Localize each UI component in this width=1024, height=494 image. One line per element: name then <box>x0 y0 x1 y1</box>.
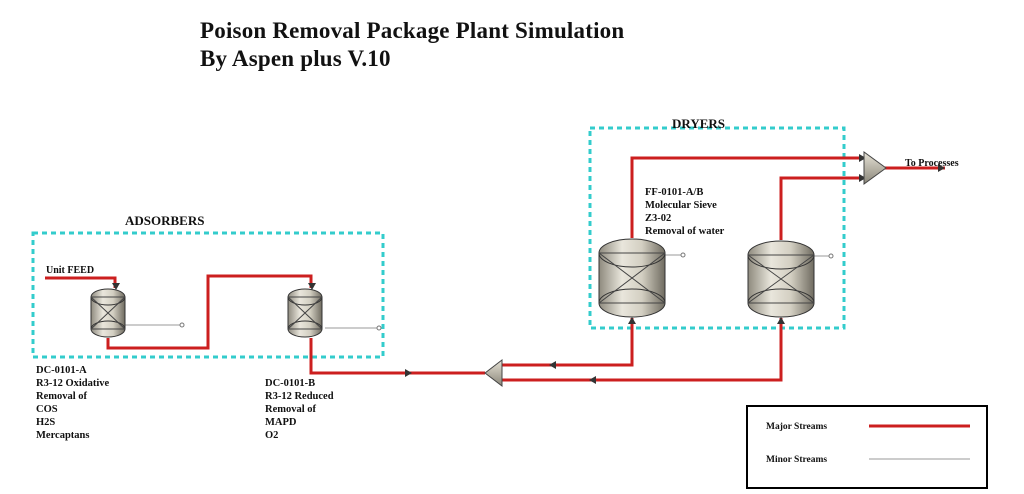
dryers-label: DRYERS <box>672 116 725 131</box>
product-label: To Processes <box>905 158 959 169</box>
legend: Major Streams Minor Streams <box>746 405 988 489</box>
minor-streams <box>122 252 834 331</box>
svg-text:Removal of: Removal of <box>265 404 317 415</box>
svg-text:R3-12 Reduced: R3-12 Reduced <box>265 391 334 402</box>
svg-text:DC-0101-B: DC-0101-B <box>265 378 315 389</box>
dc-0101-b-description: DC-0101-B R3-12 Reduced Removal of MAPD … <box>265 378 334 441</box>
svg-text:FF-0101-A/B: FF-0101-A/B <box>645 187 703 198</box>
diagram-subtitle: By Aspen plus V.10 <box>200 46 391 71</box>
svg-text:Removal of: Removal of <box>36 391 88 402</box>
svg-text:DC-0101-A: DC-0101-A <box>36 365 87 376</box>
svg-text:Mercaptans: Mercaptans <box>36 430 89 441</box>
splitter[interactable] <box>484 358 503 388</box>
feed-stream[interactable] <box>45 276 117 288</box>
svg-text:Z3-02: Z3-02 <box>645 213 671 224</box>
stream-b-outlet[interactable] <box>309 338 485 375</box>
vessel-dc-0101-a[interactable] <box>90 288 126 338</box>
feed-label: Unit FEED <box>46 265 94 276</box>
svg-text:H2S: H2S <box>36 417 55 428</box>
stream-a-to-b[interactable] <box>106 274 313 350</box>
svg-text:Molecular Sieve: Molecular Sieve <box>645 200 717 211</box>
stream-dryer-1-outlet[interactable] <box>630 156 868 238</box>
vessel-dc-0101-b[interactable] <box>287 288 323 338</box>
mixer[interactable] <box>863 151 887 185</box>
legend-minor-label: Minor Streams <box>766 455 827 465</box>
adsorbers-label: ADSORBERS <box>125 213 204 228</box>
dryers-boundary <box>588 126 846 330</box>
stream-dryer-2-outlet[interactable] <box>779 176 868 240</box>
diagram-title: Poison Removal Package Plant Simulation <box>200 18 625 43</box>
svg-text:Removal of water: Removal of water <box>645 226 725 237</box>
ff-0101-description: FF-0101-A/B Molecular Sieve Z3-02 Remova… <box>645 187 725 237</box>
dryer-ff-0101-a[interactable] <box>598 238 666 318</box>
svg-text:O2: O2 <box>265 430 278 441</box>
adsorbers-boundary <box>31 231 385 359</box>
legend-major-label: Major Streams <box>766 422 827 432</box>
dryer-ff-0101-b[interactable] <box>747 240 815 318</box>
flow-arrows <box>112 154 945 384</box>
svg-text:R3-12 Oxidative: R3-12 Oxidative <box>36 378 110 389</box>
dc-0101-a-description: DC-0101-A R3-12 Oxidative Removal of COS… <box>36 365 110 441</box>
svg-text:MAPD: MAPD <box>265 417 297 428</box>
svg-text:COS: COS <box>36 404 58 415</box>
stream-to-dryer-1[interactable] <box>500 318 634 367</box>
